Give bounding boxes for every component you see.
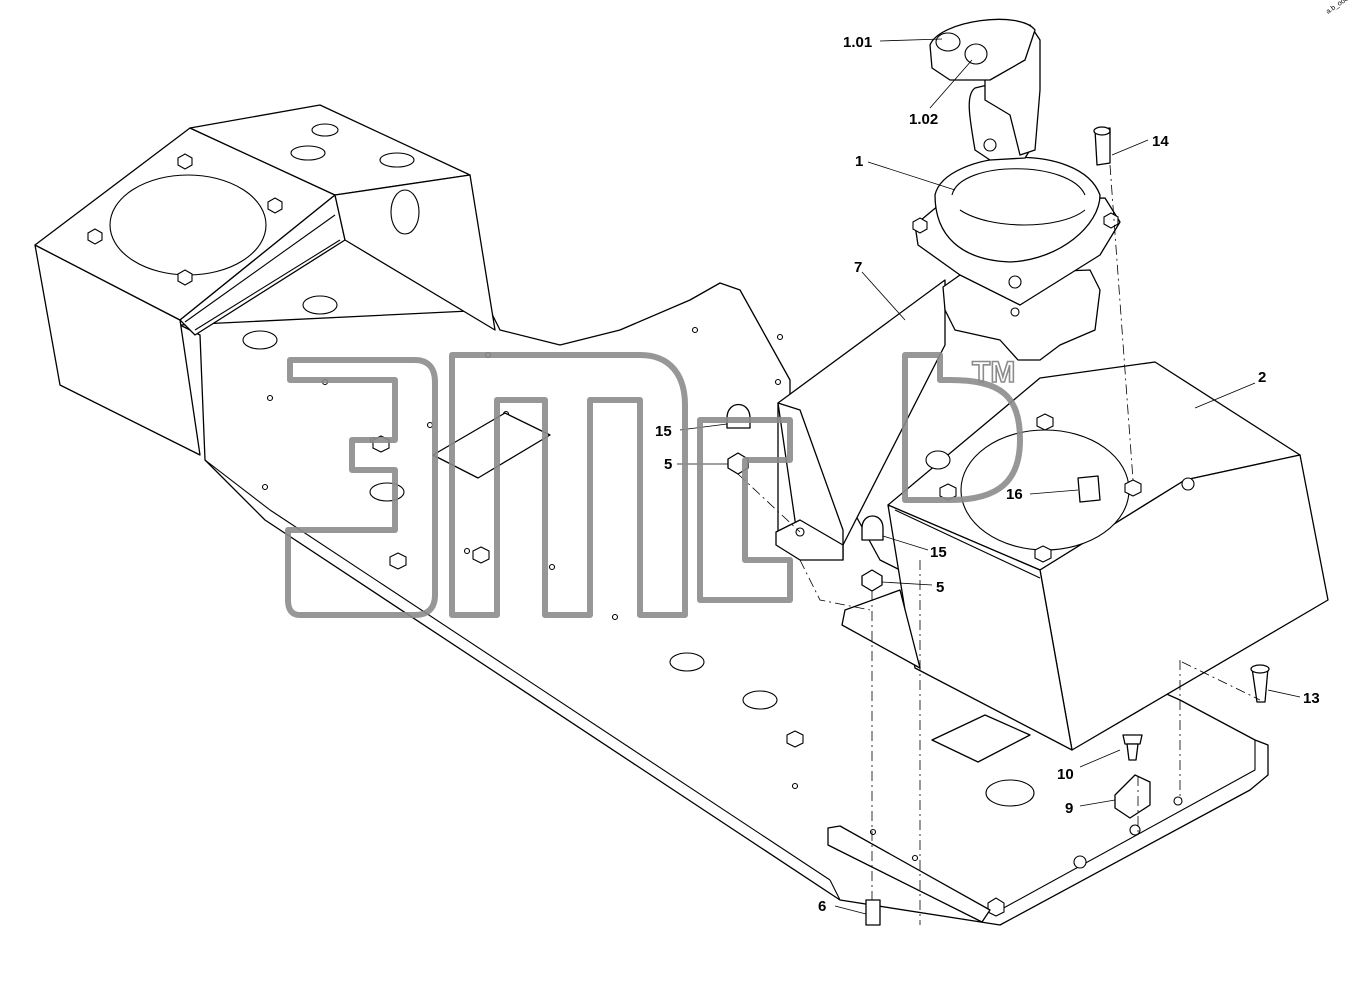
- stud-6: [865, 899, 881, 926]
- acorn-nut-15b: [861, 515, 884, 541]
- bolt-16: [1077, 475, 1101, 503]
- bracket-7: [775, 279, 946, 561]
- assembly-lines: [737, 164, 1261, 925]
- bolt-10: [1122, 734, 1143, 761]
- callout-5b: 5: [936, 579, 944, 596]
- callout-9: 9: [1065, 800, 1073, 817]
- corner-code: a.b_ooo: [1325, 0, 1350, 16]
- acorn-nut-15a: [726, 403, 751, 429]
- callout-15b: 15: [930, 544, 947, 561]
- callout-labels: 1.01 1.02 1 14 7 2 15 5 16 15 5 13 10 9 …: [655, 34, 1320, 915]
- callout-10: 10: [1057, 766, 1074, 783]
- callout-2: 2: [1258, 369, 1266, 386]
- left-console-box: [34, 104, 496, 456]
- callout-5a: 5: [664, 456, 672, 473]
- callout-7: 7: [854, 259, 862, 276]
- callout-1-02: 1.02: [909, 111, 938, 128]
- callout-15a: 15: [655, 423, 672, 440]
- callout-6: 6: [818, 898, 826, 915]
- clip-9: [1114, 774, 1151, 819]
- watermark-tm: TM: [972, 356, 1015, 389]
- callout-1-01: 1.01: [843, 34, 872, 51]
- joystick-1: [912, 18, 1121, 361]
- callout-14: 14: [1152, 133, 1169, 150]
- callout-16: 16: [1006, 486, 1023, 503]
- nut-5b: [861, 569, 883, 592]
- watermark: TM: [285, 352, 1023, 618]
- callout-1: 1: [855, 153, 863, 170]
- console-box-2: [841, 361, 1329, 751]
- callout-13: 13: [1303, 690, 1320, 707]
